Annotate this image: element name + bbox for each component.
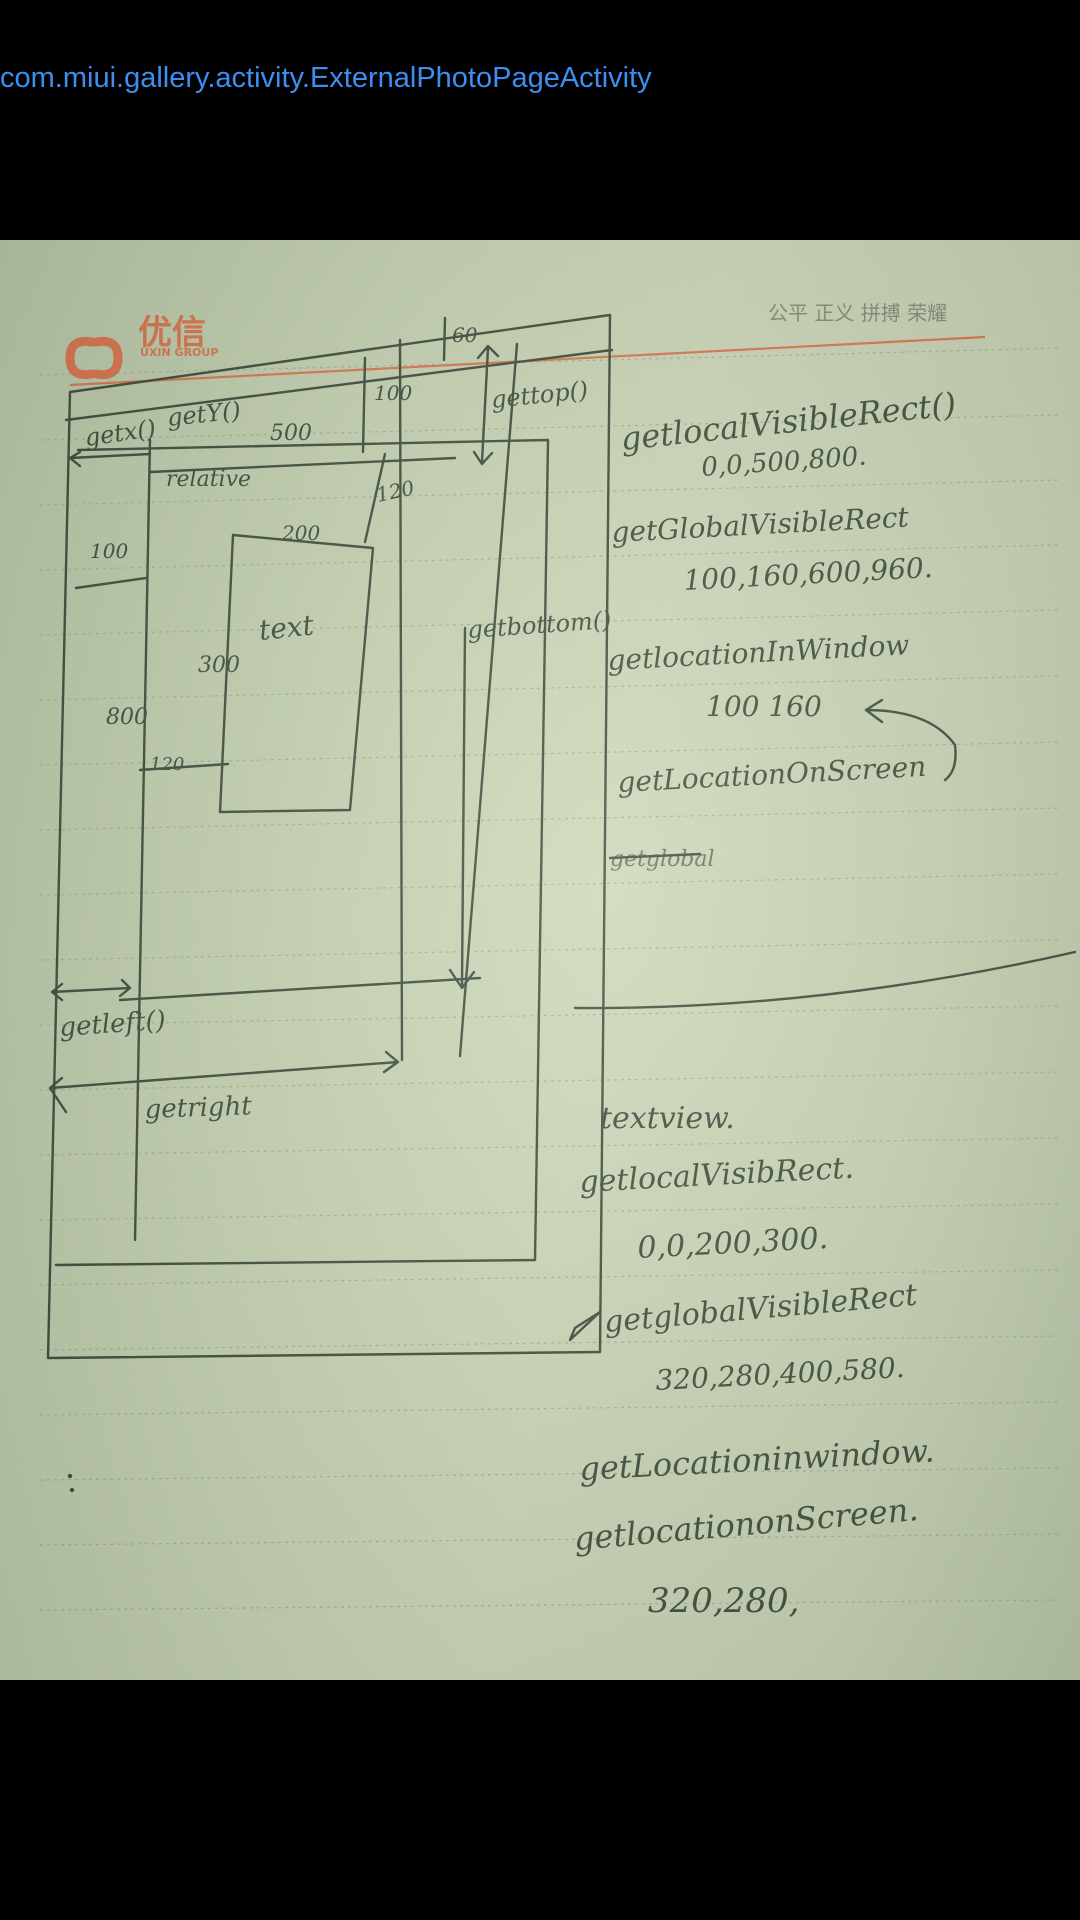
note-120-left: 120 <box>150 754 184 775</box>
note-textview-localvisibrect: getlocalVisibRect. <box>579 1151 855 1200</box>
logo-icon <box>65 336 123 380</box>
note-getbottom: getbottom() <box>466 606 612 644</box>
note-100-top: 100 <box>374 381 412 405</box>
note-locationonscreen: getLocationOnScreen <box>617 750 927 799</box>
note-gety: getY() <box>166 396 242 432</box>
activity-name-text: com.miui.gallery.activity.ExternalPhotoP… <box>0 62 652 94</box>
layout-diagram <box>46 313 1077 1360</box>
note-500: 500 <box>270 421 312 446</box>
note-relative: relative <box>166 467 251 492</box>
note-globalvisiblerect-value: 100,160,600,960. <box>683 551 934 597</box>
photo-viewer-image[interactable]: 优信 UXIN GROUP 公平 正义 拼搏 荣耀 <box>0 240 1080 1680</box>
note-200: 200 <box>281 521 320 545</box>
note-struck-getglobal: getglobal <box>610 847 715 872</box>
note-locationinwindow: getlocationInWindow <box>607 628 910 677</box>
note-textview-locationonscreen-value: 320,280, <box>648 1581 799 1621</box>
ruled-lines <box>39 347 1061 1611</box>
note-text: text <box>257 608 316 647</box>
note-gettop: gettop() <box>490 376 590 414</box>
slogan-text: 公平 正义 拼搏 荣耀 <box>768 301 947 325</box>
note-getleft: getleft() <box>58 1006 166 1043</box>
note-getright: getright <box>144 1091 253 1125</box>
note-localvisiblerect-value: 0,0,500,800. <box>700 442 867 483</box>
note-textview-locationinwindow: getLocationinwindow. <box>578 1431 935 1488</box>
note-textview-globalvisiblerect: getglobalVisibleRect <box>603 1278 920 1340</box>
note-textview-globalvisiblerect-value: 320,280,400,580. <box>655 1351 906 1397</box>
note-textview-locationonscreen: getlocationonScreen. <box>572 1490 919 1558</box>
logo-cn: 优信 <box>138 313 206 353</box>
note-globalvisiblerect: getGlobalVisibleRect <box>611 500 911 549</box>
note-300: 300 <box>198 653 240 678</box>
note-textview: textview. <box>600 1101 735 1136</box>
note-60: 60 <box>452 323 478 347</box>
note-120-top: 120 <box>374 475 417 506</box>
note-getx: getx() <box>83 414 158 452</box>
note-100-left: 100 <box>90 539 128 563</box>
note-800: 800 <box>106 705 148 730</box>
logo-en: UXIN GROUP <box>140 346 218 359</box>
note-textview-localvisibrect-value: 0,0,200,300. <box>637 1221 829 1266</box>
note-locationinwindow-value: 100 160 <box>706 690 822 723</box>
notebook-page: 优信 UXIN GROUP 公平 正义 拼搏 荣耀 <box>39 301 1077 1621</box>
